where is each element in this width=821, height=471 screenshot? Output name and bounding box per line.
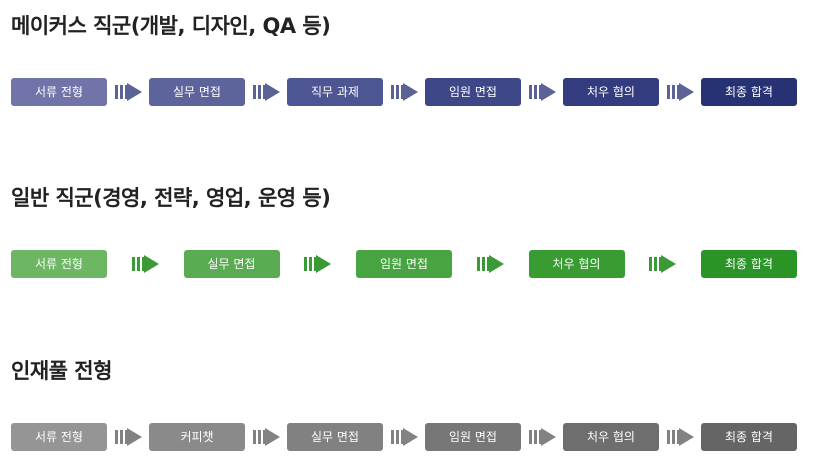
- step-general-3: 임원 면접: [356, 250, 452, 278]
- step-talentpool-6: 최종 합격: [701, 423, 797, 451]
- step-makers-4: 임원 면접: [425, 78, 521, 106]
- step-general-1: 서류 전형: [11, 250, 107, 278]
- arrow-icon: [114, 428, 142, 446]
- step-general-4: 처우 협의: [528, 250, 625, 278]
- arrow-icon: [114, 83, 142, 101]
- step-talentpool-3: 실무 면접: [287, 423, 383, 451]
- step-makers-3: 직무 과제: [287, 78, 383, 106]
- step-talentpool-1: 서류 전형: [11, 423, 107, 451]
- step-makers-6: 최종 합격: [701, 78, 797, 106]
- step-makers-5: 처우 협의: [563, 78, 659, 106]
- step-general-2: 실무 면접: [183, 250, 280, 278]
- step-talentpool-2: 커피챗: [149, 423, 245, 451]
- makers-title: 메이커스 직군(개발, 디자인, QA 등): [11, 14, 331, 38]
- arrow-icon: [390, 428, 418, 446]
- talentpool-flow: 서류 전형 커피챗 실무 면접 임원 면접 처우 협의 최종 합격: [0, 423, 821, 453]
- arrow-icon: [528, 428, 556, 446]
- arrow-icon: [666, 83, 694, 101]
- arrow-icon: [252, 83, 280, 101]
- step-talentpool-4: 임원 면접: [425, 423, 521, 451]
- arrow-icon: [390, 83, 418, 101]
- step-talentpool-5: 처우 협의: [563, 423, 659, 451]
- arrow-icon: [304, 255, 332, 273]
- step-general-5: 최종 합격: [701, 250, 797, 278]
- general-title: 일반 직군(경영, 전략, 영업, 운영 등): [11, 186, 331, 210]
- step-makers-1: 서류 전형: [11, 78, 107, 106]
- makers-flow: 서류 전형 실무 면접 직무 과제 임원 면접 처우 협의 최종 합격: [0, 78, 821, 108]
- general-flow: 서류 전형 실무 면접 임원 면접 처우 협의 최종 합격: [0, 250, 821, 280]
- arrow-icon: [252, 428, 280, 446]
- arrow-icon: [131, 255, 159, 273]
- arrow-icon: [666, 428, 694, 446]
- arrow-icon: [528, 83, 556, 101]
- arrow-icon: [649, 255, 677, 273]
- step-makers-2: 실무 면접: [149, 78, 245, 106]
- talentpool-title: 인재풀 전형: [11, 359, 112, 383]
- arrow-icon: [476, 255, 504, 273]
